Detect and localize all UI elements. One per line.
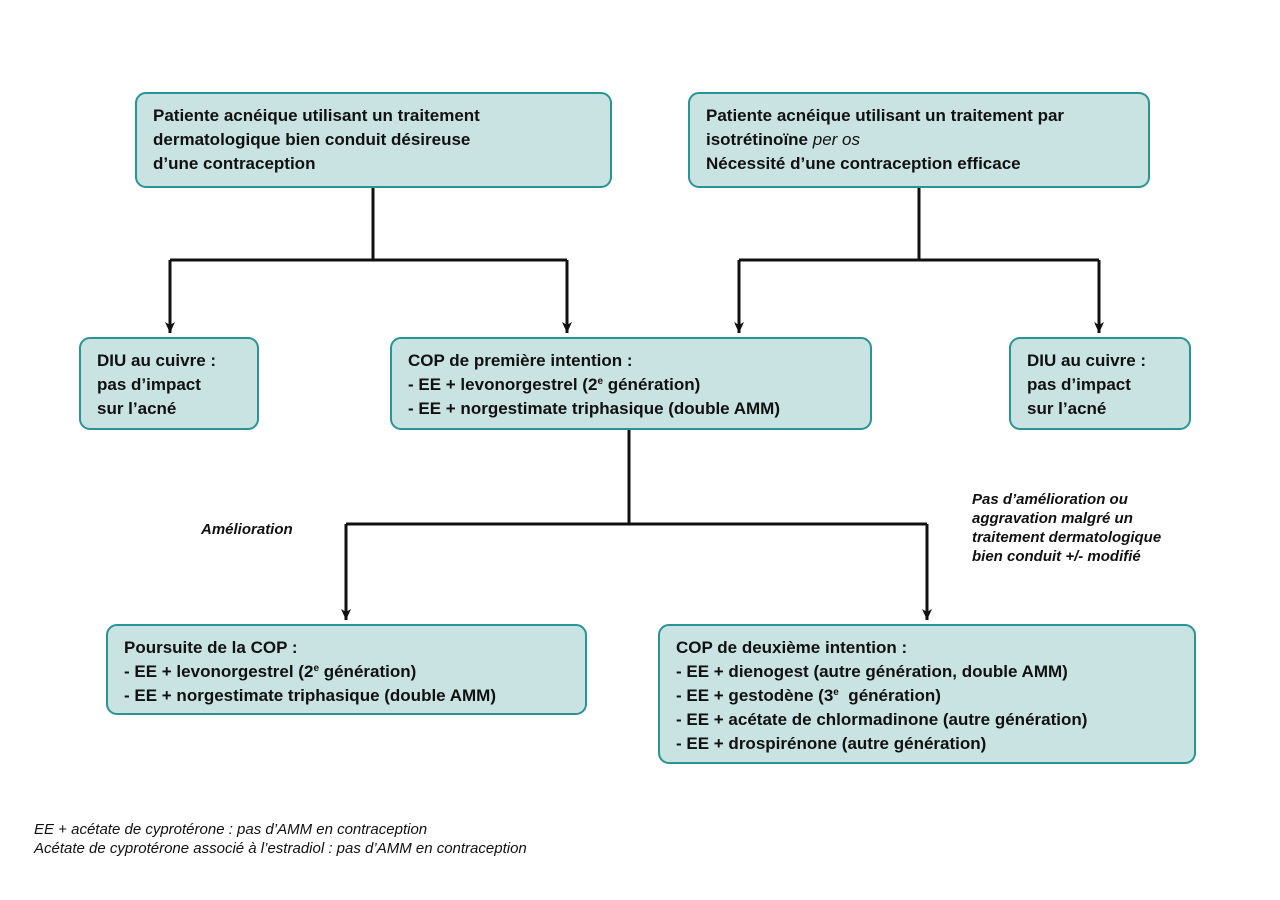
label-line: aggravation malgré un [972,510,1133,527]
box-text-line: d’une contraception [153,154,316,173]
box-patient-isotretinoin: Patiente acnéique utilisant un traitemen… [688,92,1150,188]
box-text-line: sur l’acné [1027,399,1107,418]
box-text-line: - EE + levonorgestrel (2e génération) [124,660,569,684]
box-text-line: sur l’acné [97,399,177,418]
box-title: COP de deuxième intention : [676,638,908,657]
box-text-line: Nécessité d’une contraception efficace [706,154,1021,173]
item-text: - EE + levonorgestrel (2 [124,662,314,681]
item-text: génération) [319,662,417,681]
box-text-line: - EE + levonorgestrel (2e génération) [408,373,854,397]
label-line: traitement dermatologique [972,529,1162,546]
footnote-line: EE + acétate de cyprotérone : pas d’AMM … [34,821,428,838]
footnote-line: Acétate de cyprotérone associé à l’estra… [34,840,527,857]
box-poursuite-cop: Poursuite de la COP : - EE + levonorgest… [106,624,587,715]
box-text-line: pas d’impact [1027,375,1131,394]
box-text-line: dermatologique bien conduit désireuse [153,130,471,149]
item-text: - EE + gestodène (3 [676,686,834,705]
box-text-line: - EE + gestodène (3e génération) [676,684,1178,708]
box-diu-left: DIU au cuivre : pas d’impact sur l’acné [79,337,259,430]
box-text-line: - EE + acétate de chlormadinone (autre g… [676,710,1088,729]
superscript: e [313,663,319,674]
box-text-line: - EE + dienogest (autre génération, doub… [676,662,1068,681]
box-text-line: Patiente acnéique utilisant un traitemen… [706,106,1065,125]
isotretinoin-text: isotrétinoïne [706,130,813,149]
box-title: Poursuite de la COP : [124,638,298,657]
footnotes: EE + acétate de cyprotérone : pas d’AMM … [34,820,527,858]
box-text-line: - EE + norgestimate triphasique (double … [408,399,780,418]
item-text: génération) [838,686,941,705]
box-text-line: isotrétinoïne per os [706,128,1132,152]
box-text-line: - EE + norgestimate triphasique (double … [124,686,496,705]
box-text-line: DIU au cuivre : [97,351,217,370]
label-amelioration: Amélioration [201,521,293,538]
label-line: Pas d’amélioration ou [972,491,1128,508]
box-text-line: DIU au cuivre : [1027,351,1147,370]
box-text-line: Patiente acnéique utilisant un traitemen… [153,106,480,125]
box-text-line: pas d’impact [97,375,201,394]
box-diu-right: DIU au cuivre : pas d’impact sur l’acné [1009,337,1191,430]
box-cop-second-intention: COP de deuxième intention : - EE + dieno… [658,624,1196,764]
superscript: e [833,687,839,698]
item-text: génération) [603,375,701,394]
item-text: - EE + levonorgestrel (2 [408,375,598,394]
per-os-text: per os [812,130,860,149]
box-patient-dermatologic: Patiente acnéique utilisant un traitemen… [135,92,612,188]
label-line: bien conduit +/- modifié [972,548,1141,565]
box-title: COP de première intention : [408,351,633,370]
box-cop-first-intention: COP de première intention : - EE + levon… [390,337,872,430]
label-no-amelioration: Pas d’amélioration ou aggravation malgré… [972,490,1161,566]
superscript: e [597,376,603,387]
box-text-line: - EE + drospirénone (autre génération) [676,734,987,753]
